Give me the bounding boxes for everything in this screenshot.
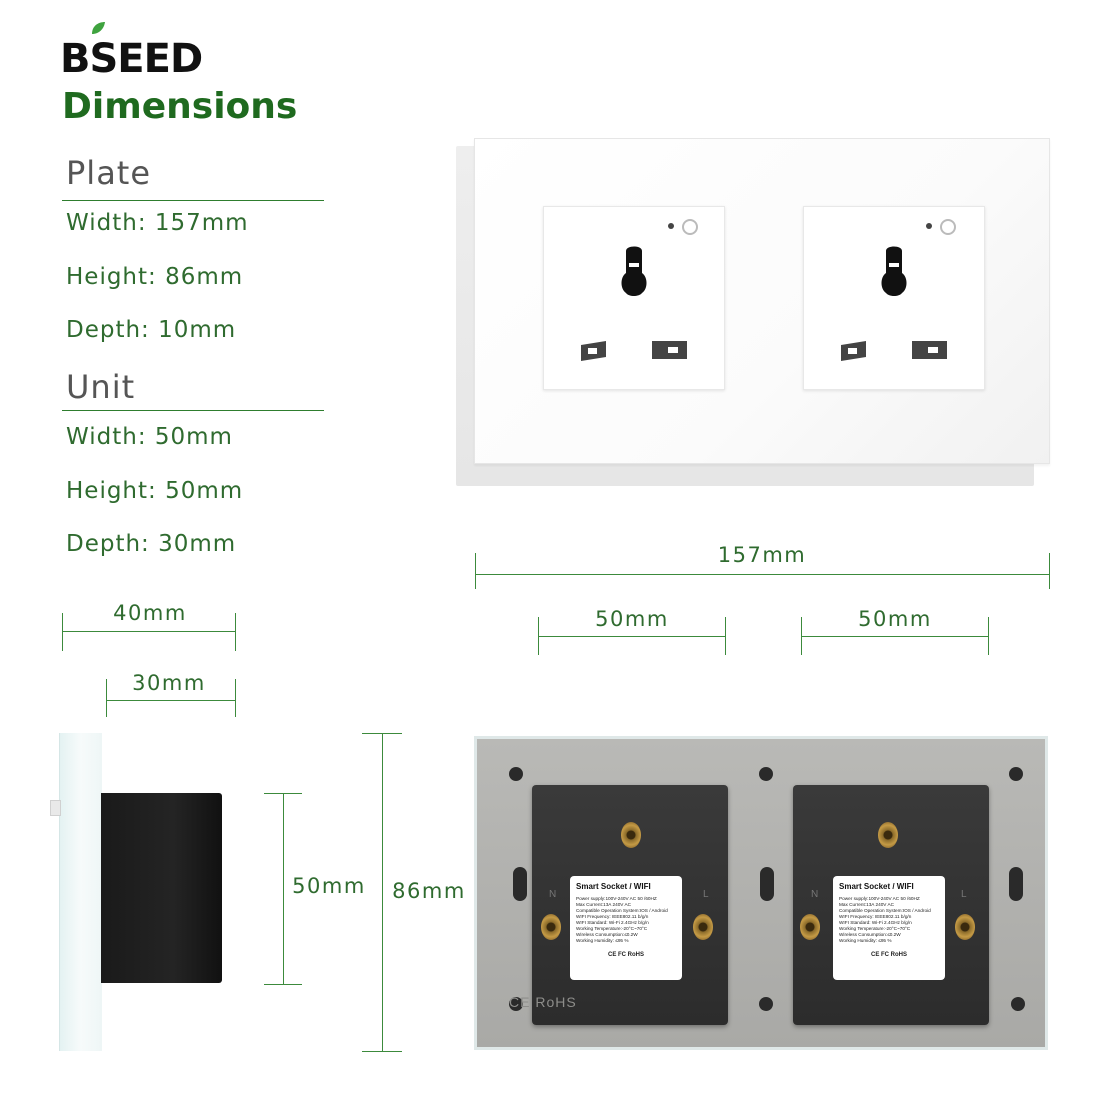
dimension-line-50-left [538,636,726,637]
terminal-screw-icon [693,914,713,940]
plate-divider [62,200,324,201]
dimension-tick [264,793,302,794]
terminal-l-label: L [703,889,709,900]
label-line: Compatible Operation System:IOS / Androi… [839,908,931,913]
dimension-label-50-left: 50mm [595,607,669,631]
unit-height: Height: 50mm [66,478,244,504]
mount-slot-icon [513,867,527,901]
dimension-tick [62,613,63,651]
label-title: Smart Socket / WIFI [576,882,651,891]
dimension-tick [362,733,402,734]
dimension-tick [801,617,802,655]
label-line: Wireless Consumption:≤0.2W [839,932,901,937]
dimension-line-50-vertical [283,793,284,984]
terminal-screw-icon [541,914,561,940]
dimension-tick [1049,553,1050,589]
dimension-line-40 [62,631,236,632]
label-line: Max Current:13A 240V AC [576,902,631,907]
socket-left [543,206,725,390]
dimension-line-157 [475,574,1049,575]
touch-button-icon [940,219,956,235]
mount-hole-icon [1011,997,1025,1011]
plate-section-title: Plate [66,154,152,192]
dimension-tick [264,984,302,985]
label-line: WIFI Standard: Wi-Fi 2.4GHz b/g/n [576,920,649,925]
terminal-screw-icon [955,914,975,940]
certification-marks: CE FC RoHS [871,952,907,958]
terminal-screw-icon [621,822,641,848]
label-line: Working Humidity: ≤95 % [576,938,629,943]
dimension-tick [106,679,107,717]
dimension-label-157: 157mm [717,543,807,567]
unit-divider [62,410,324,411]
dimension-line-50-right [801,636,989,637]
dimension-tick [475,553,476,589]
label-line: WIFI Frequency: IEEE802.11 b/g/n [576,914,649,919]
plate-depth: Depth: 10mm [66,317,237,343]
dimension-label-50-right: 50mm [858,607,932,631]
back-certification-marking: CE RoHS [509,994,577,1010]
label-line: Working Humidity: ≤95 % [839,938,892,943]
touch-button-icon [682,219,698,235]
label-line: Max Current:13A 240V AC [839,902,894,907]
product-label-right: Smart Socket / WIFI Power supply:100V-24… [833,876,945,980]
side-view-glass-plate [59,733,102,1051]
dimension-tick [538,617,539,655]
terminal-screw-icon [878,822,898,848]
dimension-line-86 [382,733,383,1051]
terminal-screw-icon [800,914,820,940]
dimension-label-50-vertical: 50mm [292,874,366,898]
label-line: Wireless Consumption:≤0.2W [576,932,638,937]
terminal-n-label: N [811,889,819,900]
dimension-tick [362,1051,402,1052]
unit-depth: Depth: 30mm [66,531,237,557]
product-label-left: Smart Socket / WIFI Power supply:100V-24… [570,876,682,980]
dimension-label-30: 30mm [132,671,206,695]
universal-outlet-icon [581,246,687,361]
label-line: WIFI Standard: Wi-Fi 2.4GHz b/g/n [839,920,912,925]
dimension-tick [725,617,726,655]
universal-outlet-icon [841,246,947,361]
dimension-label-86: 86mm [392,879,466,903]
dimension-label-40: 40mm [113,601,187,625]
label-line: WIFI Frequency: IEEE802.11 b/g/n [839,914,912,919]
mount-hole-icon [759,997,773,1011]
dimension-tick [235,679,236,717]
terminal-n-label: N [549,889,557,900]
label-line: Working Temperature:-20°C~70°C [839,926,911,931]
unit-width: Width: 50mm [66,424,233,450]
label-line: Compatible Operation System:IOS / Androi… [576,908,668,913]
mount-slot-icon [1009,867,1023,901]
brand-logo: BSEED [60,36,203,82]
mount-hole-icon [759,767,773,781]
label-title: Smart Socket / WIFI [839,882,914,891]
mount-hole-icon [509,767,523,781]
certification-marks: CE FC RoHS [608,952,644,958]
dimension-tick [235,613,236,651]
dimension-tick [988,617,989,655]
dimension-line-30 [106,700,236,701]
indicator-led-icon [668,223,674,229]
indicator-led-icon [926,223,932,229]
mount-hole-icon [509,997,523,1011]
page-title: Dimensions [62,86,298,127]
label-line: Power supply:100V-240V AC 50 /60HZ [576,896,657,901]
terminal-l-label: L [961,889,967,900]
plate-width: Width: 157mm [66,210,249,236]
mount-slot-icon [760,867,774,901]
side-view-clip [50,800,61,816]
leaf-icon [90,20,106,36]
plate-height: Height: 86mm [66,264,244,290]
label-line: Power supply:100V-240V AC 50 /60HZ [839,896,920,901]
socket-right [803,206,985,390]
mount-hole-icon [1009,767,1023,781]
unit-section-title: Unit [66,368,136,406]
side-view-unit-body [101,793,222,983]
label-line: Working Temperature:-20°C~70°C [576,926,648,931]
